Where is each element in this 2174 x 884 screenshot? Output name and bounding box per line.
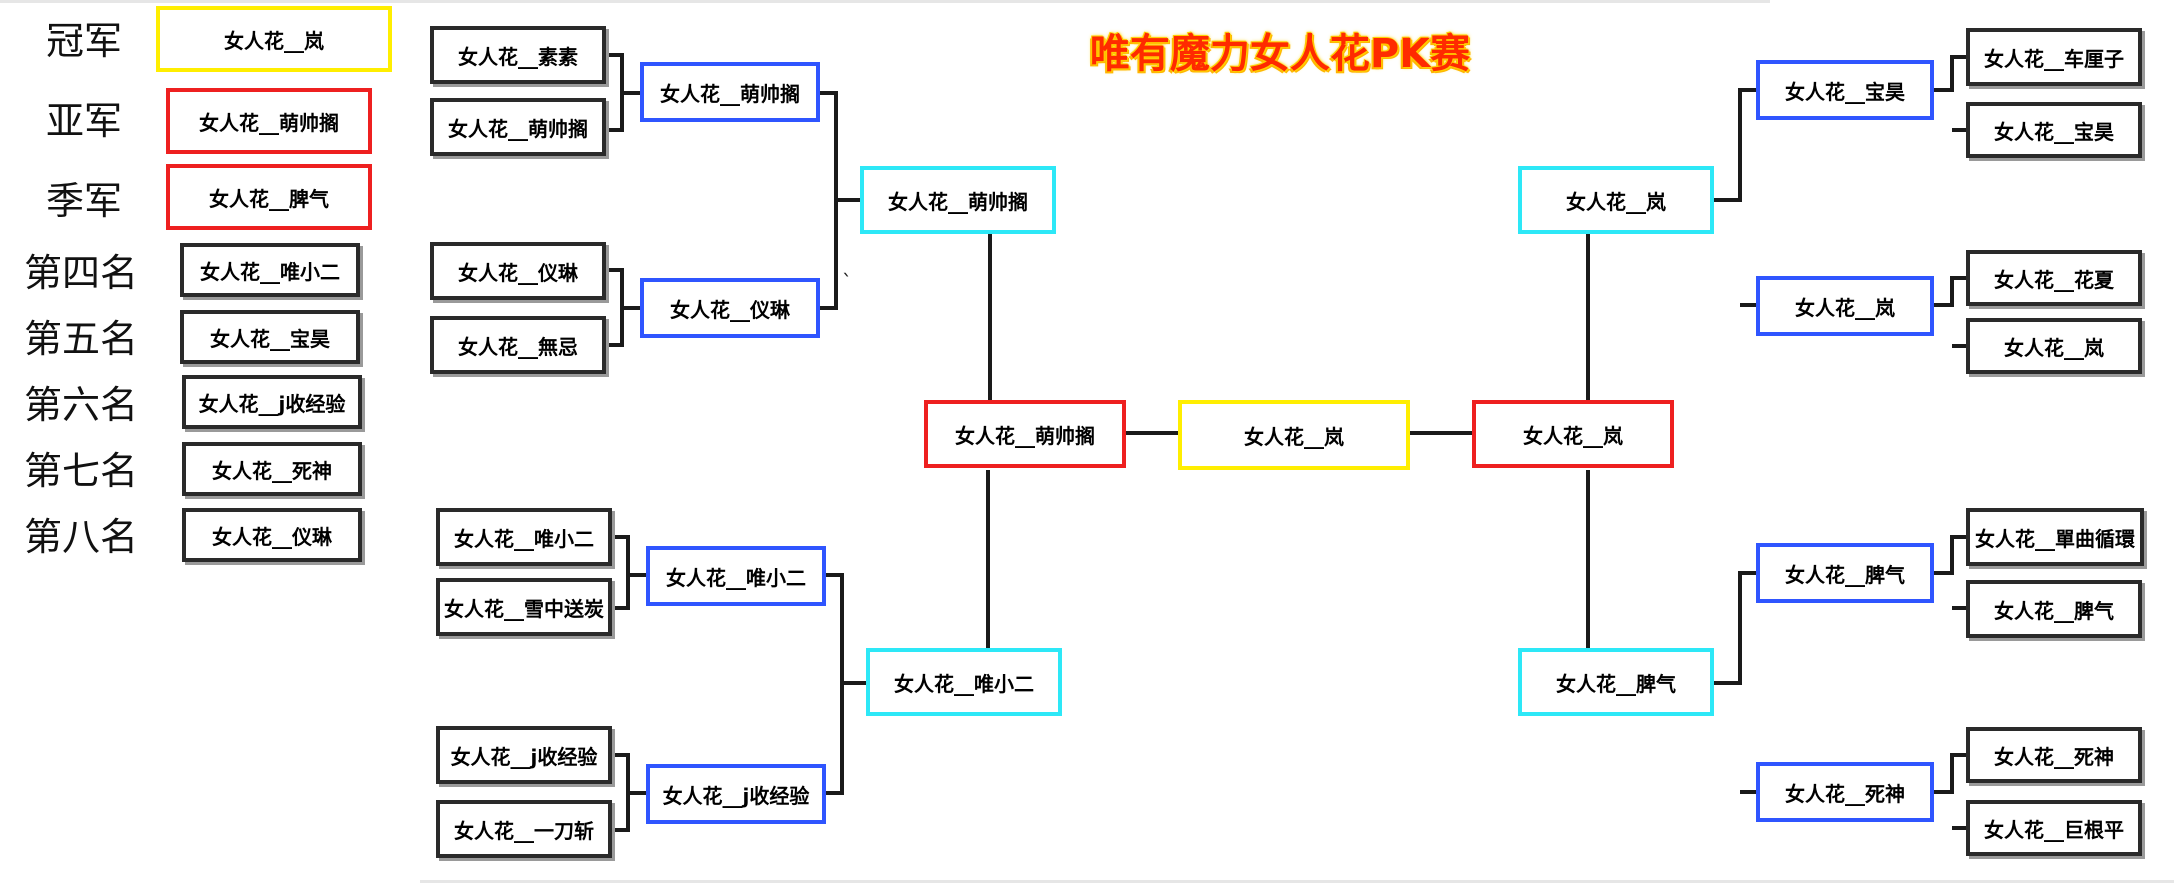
- left-semi-slot-2: 女人花__唯小二: [866, 648, 1062, 716]
- rank-label-3: 季军: [46, 179, 123, 223]
- left-r1-slot-8: 女人花__一刀斩: [436, 800, 612, 858]
- rank-label-4: 第四名: [24, 251, 139, 295]
- right-finalist-box: 女人花__岚: [1472, 400, 1674, 468]
- right-r1-slot-5: 女人花__單曲循環: [1966, 508, 2144, 566]
- right-r1-slot-6: 女人花__脾气: [1966, 580, 2142, 638]
- champion-box: 女人花__岚: [1178, 400, 1410, 470]
- left-r1-slot-4: 女人花__無忌: [430, 316, 606, 374]
- connector-r1c: [1934, 535, 1966, 610]
- rank-box-6: 女人花__j收经验: [182, 375, 362, 429]
- rank-box-5: 女人花__宝昊: [180, 310, 360, 364]
- right-r1-slot-2: 女人花__宝昊: [1966, 102, 2142, 158]
- right-r2-slot-4: 女人花__死神: [1756, 762, 1934, 822]
- connector-l1d: [612, 753, 646, 832]
- right-r1-slot-3: 女人花__花夏: [1966, 250, 2142, 306]
- right-r1-slot-8: 女人花__巨根平: [1966, 800, 2142, 856]
- left-r1-slot-5: 女人花__唯小二: [436, 508, 612, 566]
- rank-box-champion: 女人花__岚: [156, 6, 392, 72]
- connector-l1a: [606, 53, 640, 132]
- page-title: 唯有魔力女人花PK赛: [1089, 31, 1471, 77]
- connector-r2b: [1714, 571, 1756, 794]
- left-r1-slot-2: 女人花__萌帅搁: [430, 98, 606, 156]
- edge-line-top: [0, 0, 1770, 3]
- connector-l1b: [606, 268, 640, 347]
- left-r2-slot-1: 女人花__萌帅搁: [640, 62, 820, 122]
- connector-r2a: [1714, 88, 1756, 307]
- rank-box-third: 女人花__脾气: [166, 164, 372, 230]
- rank-box-7: 女人花__死神: [182, 442, 362, 496]
- connector-l2b: [826, 573, 866, 795]
- right-semi-slot-2: 女人花__脾气: [1518, 648, 1714, 716]
- left-semi-slot-1: 女人花__萌帅搁: [860, 166, 1056, 234]
- right-r2-slot-3: 女人花__脾气: [1756, 543, 1934, 603]
- rank-label-2: 亚军: [46, 99, 123, 143]
- right-semi-slot-1: 女人花__岚: [1518, 166, 1714, 234]
- left-r1-slot-6: 女人花__雪中送炭: [436, 578, 612, 636]
- rank-box-4: 女人花__唯小二: [180, 243, 360, 297]
- rank-label-1: 冠军: [46, 19, 123, 63]
- right-r2-slot-1: 女人花__宝昊: [1756, 60, 1934, 120]
- left-r2-slot-3: 女人花__唯小二: [646, 546, 826, 606]
- right-r1-slot-1: 女人花__车厘子: [1966, 28, 2142, 86]
- left-r1-slot-7: 女人花__j收经验: [436, 726, 612, 784]
- edge-line-bottom: [420, 880, 2174, 883]
- left-r1-slot-1: 女人花__素素: [430, 26, 606, 84]
- connector-l1c: [612, 535, 646, 610]
- right-r2-slot-2: 女人花__岚: [1756, 276, 1934, 336]
- rank-label-6: 第六名: [24, 383, 139, 427]
- left-r2-slot-2: 女人花__仪琳: [640, 278, 820, 338]
- connector-r1a: [1934, 55, 1966, 132]
- right-r1-slot-4: 女人花__岚: [1966, 318, 2142, 374]
- left-r2-slot-4: 女人花__j收经验: [646, 764, 826, 824]
- rank-box-8: 女人花__仪琳: [182, 508, 362, 562]
- connector-r1b: [1934, 276, 1966, 348]
- connector-l2a: [820, 91, 860, 310]
- rank-label-5: 第五名: [24, 317, 139, 361]
- left-r1-slot-3: 女人花__仪琳: [430, 242, 606, 300]
- stray-mark: `: [842, 270, 852, 294]
- right-r1-slot-7: 女人花__死神: [1966, 727, 2142, 783]
- connector-r1d: [1934, 753, 1966, 830]
- left-finalist-box: 女人花__萌帅搁: [924, 400, 1126, 468]
- rank-box-runner-up: 女人花__萌帅搁: [166, 88, 372, 154]
- rank-label-7: 第七名: [24, 449, 139, 493]
- rank-label-8: 第八名: [24, 515, 139, 559]
